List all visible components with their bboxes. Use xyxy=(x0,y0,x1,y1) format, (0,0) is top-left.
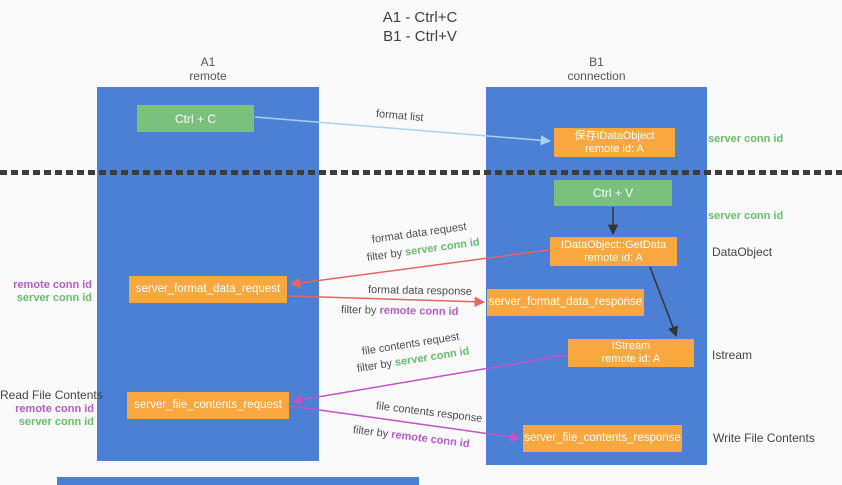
node-ctrl-c: Ctrl + C xyxy=(137,105,254,132)
label-filter-by-text-4: filter by xyxy=(352,424,389,441)
label-format-list: format list xyxy=(375,108,425,125)
label-filter-by-text-2: filter by xyxy=(340,304,377,317)
bottom-bar xyxy=(57,477,419,485)
node-server-format-data-request: server_format_data_request xyxy=(129,276,287,303)
annotation-read-file-contents: Read File Contents xyxy=(0,388,103,402)
annotation-server-conn-id-top: server conn id xyxy=(708,133,784,145)
annotation-server-conn-id-mid: server conn id xyxy=(708,210,784,222)
node-getdata: IDataObject::GetData remote id: A xyxy=(550,237,677,266)
node-server-format-data-response: server_format_data_response xyxy=(487,289,644,316)
node-istream-line2: remote id: A xyxy=(601,353,661,365)
lane-b1-name: B1 xyxy=(589,55,604,69)
annotation-remote-conn-id-top: remote conn id xyxy=(13,279,92,291)
annotation-server-conn-id-left-top: server conn id xyxy=(16,292,92,304)
annotation-dataobject: DataObject xyxy=(712,245,773,259)
label-remote-conn-id-2: remote conn id xyxy=(390,428,471,451)
label-filter-by-text-1: filter by xyxy=(366,247,403,264)
node-ctrl-c-label: Ctrl + C xyxy=(174,111,216,126)
node-save-dataobject-line2: remote id: A xyxy=(585,142,644,155)
label-format-data-response: format data response xyxy=(367,284,473,298)
node-server-file-contents-response: server_file_contents_response xyxy=(523,425,682,452)
label-filter-by-remote-1: filter by remote conn id xyxy=(341,304,459,318)
node-ctrl-v-label: Ctrl + V xyxy=(592,186,634,200)
node-server-format-data-request-label: server_format_data_request xyxy=(135,283,281,295)
node-save-dataobject-line1: 保存IDataObject xyxy=(574,129,655,142)
annotation-server-conn-id-left-bottom: server conn id xyxy=(18,416,94,428)
node-server-file-contents-request: server_file_contents_request xyxy=(127,392,289,419)
label-remote-conn-id-1: remote conn id xyxy=(379,304,459,319)
lane-b1-subtitle: connection xyxy=(567,69,626,83)
annotation-write-file-contents: Write File Contents xyxy=(713,431,815,445)
annotation-read-file-contents-block: Read File Contents remote conn id server… xyxy=(0,388,103,429)
label-filter-by-remote-2: filter by remote conn id xyxy=(352,424,470,450)
node-server-file-contents-request-label: server_file_contents_request xyxy=(134,399,282,411)
lane-header-b1: B1 connection xyxy=(486,55,707,83)
dotted-divider xyxy=(0,170,842,175)
lane-a1-subtitle: remote xyxy=(189,69,227,83)
node-server-format-data-response-label: server_format_data_response xyxy=(488,296,643,308)
diagram-title: A1 - Ctrl+C B1 - Ctrl+V xyxy=(310,8,530,46)
node-istream: IStream remote id: A xyxy=(568,339,694,367)
node-istream-line1: IStream xyxy=(611,340,651,352)
node-save-dataobject: 保存IDataObject remote id: A xyxy=(554,128,675,157)
node-getdata-line1: IDataObject::GetData xyxy=(560,238,667,251)
label-filter-by-text-3: filter by xyxy=(356,357,393,375)
annotation-remote-conn-id-bottom: remote conn id xyxy=(15,403,94,415)
node-ctrl-v: Ctrl + V xyxy=(554,180,672,206)
lane-header-a1: A1 remote xyxy=(97,55,319,83)
node-getdata-line2: remote id: A xyxy=(584,251,643,264)
title-line-a1: A1 - Ctrl+C xyxy=(382,9,458,26)
annotation-istream: Istream xyxy=(712,348,753,362)
node-server-file-contents-response-label: server_file_contents_response xyxy=(524,432,681,444)
title-line-b1: B1 - Ctrl+V xyxy=(383,28,457,45)
label-file-contents-response: file contents response xyxy=(375,400,483,425)
annotation-conn-ids-top: remote conn id server conn id xyxy=(0,279,92,305)
lane-a1-name: A1 xyxy=(200,55,216,69)
